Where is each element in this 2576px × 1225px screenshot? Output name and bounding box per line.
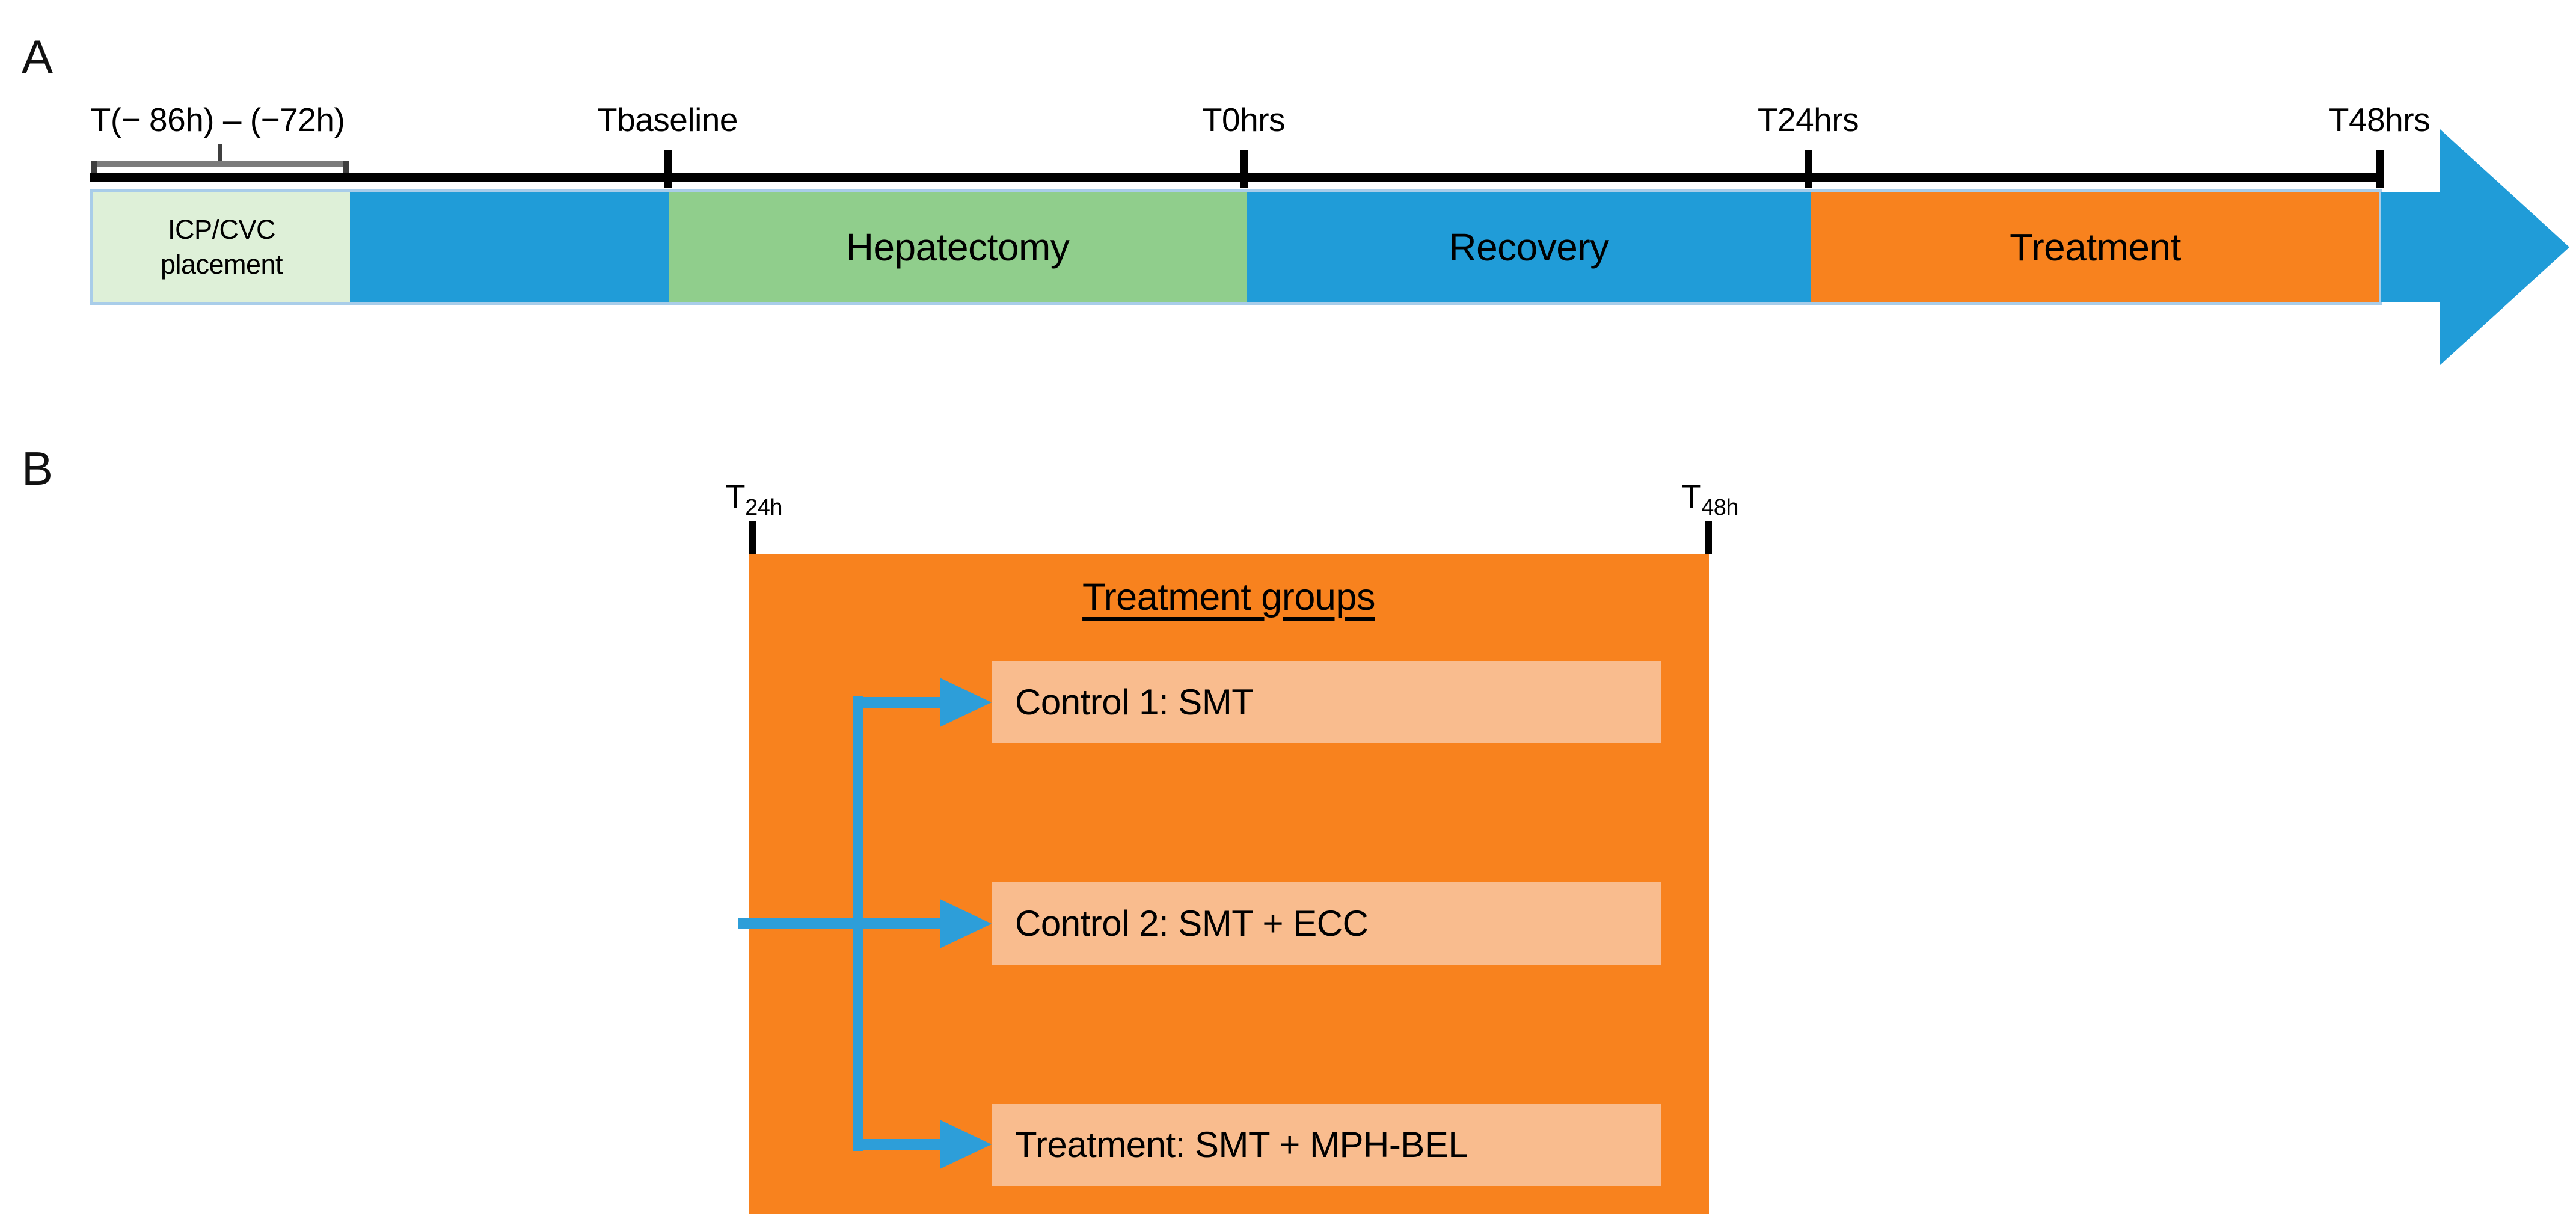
arrow-head-control-2-icon <box>940 899 992 948</box>
segment-recovery-label: Recovery <box>1449 226 1609 269</box>
group-box-treatment: Treatment: SMT + MPH-BEL <box>992 1104 1661 1186</box>
segment-icp-label: ICP/CVC placement <box>160 213 283 280</box>
arrow-head-control-1-icon <box>940 678 992 727</box>
timeline-arrow-shaft <box>2381 192 2441 302</box>
range-bracket-center-tick <box>218 144 222 162</box>
group-label-treatment: Treatment: SMT + MPH-BEL <box>1015 1125 1468 1165</box>
timeline-arrow-head-icon <box>2440 129 2569 365</box>
timeline-range-label: T(− 86h) – (−72h) <box>90 101 345 138</box>
range-bracket-left-end <box>91 161 97 178</box>
timeline-tick-tbaseline <box>664 150 672 188</box>
tick-label-t0hrs: T0hrs <box>1201 101 1286 138</box>
group-label-control-1: Control 1: SMT <box>1015 682 1254 722</box>
flow-feeder-line <box>738 918 943 929</box>
segment-hepatectomy: Hepatectomy <box>669 192 1247 302</box>
tick-label-t48h: T48h <box>1681 477 1739 520</box>
arrow-head-treatment-icon <box>940 1120 992 1169</box>
tick-label-t24h: T24h <box>725 477 783 520</box>
panel-b-tick-48h <box>1705 521 1712 554</box>
segment-treatment-label: Treatment <box>2010 226 2181 269</box>
timeline-tick-t0hrs <box>1240 150 1248 188</box>
flow-branch-top <box>858 697 942 708</box>
group-box-control-1: Control 1: SMT <box>992 661 1661 743</box>
range-bracket-right-end <box>343 161 349 178</box>
panel-b-tick-24h <box>749 521 756 554</box>
segment-treatment: Treatment <box>1811 192 2379 302</box>
group-label-control-2: Control 2: SMT + ECC <box>1015 903 1369 944</box>
t24h-base: T <box>725 477 746 515</box>
panel-a-label: A <box>22 30 53 83</box>
tick-label-t48hrs: T48hrs <box>2328 101 2430 138</box>
segment-recovery: Recovery <box>1247 192 1811 302</box>
timeline-tick-t48hrs <box>2376 150 2384 188</box>
t48h-base: T <box>1681 477 1702 515</box>
segment-icp-cvc-placement: ICP/CVC placement <box>93 192 350 302</box>
group-box-control-2: Control 2: SMT + ECC <box>992 882 1661 965</box>
treatment-groups-title: Treatment groups <box>1082 576 1375 618</box>
tick-label-tbaseline: Tbaseline <box>597 101 738 138</box>
timeline-axis <box>90 173 2383 182</box>
phase-bar: ICP/CVC placement Hepatectomy Recovery T… <box>90 189 2382 305</box>
flow-vertical-line <box>853 696 863 1151</box>
flow-branch-bottom <box>858 1139 942 1150</box>
tick-label-t24hrs: T24hrs <box>1757 101 1859 138</box>
t48h-subscript: 48h <box>1701 495 1739 520</box>
timeline-tick-t24hrs <box>1805 150 1812 188</box>
t24h-subscript: 24h <box>745 495 783 520</box>
range-bracket <box>91 161 349 167</box>
panel-b-label: B <box>22 442 53 495</box>
segment-hepatectomy-label: Hepatectomy <box>845 226 1070 269</box>
segment-pre-baseline <box>350 192 669 302</box>
